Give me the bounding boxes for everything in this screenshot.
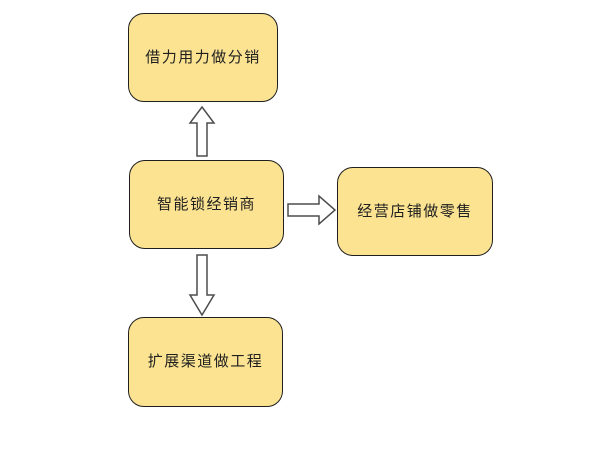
node-bottom-engineering: 扩展渠道做工程: [128, 317, 283, 407]
arrow-up-icon: [188, 105, 216, 157]
node-right-retail: 经营店铺做零售: [337, 167, 493, 256]
node-center-distributor: 智能锁经销商: [129, 160, 284, 249]
node-bottom-engineering-label: 扩展渠道做工程: [147, 353, 264, 371]
node-center-distributor-label: 智能锁经销商: [156, 195, 256, 213]
node-top-distribution-label: 借力用力做分销: [145, 48, 261, 66]
node-right-retail-label: 经营店铺做零售: [357, 202, 473, 220]
node-top-distribution: 借力用力做分销: [128, 13, 278, 102]
arrow-right-icon: [287, 194, 337, 226]
arrow-down-icon: [188, 254, 216, 317]
